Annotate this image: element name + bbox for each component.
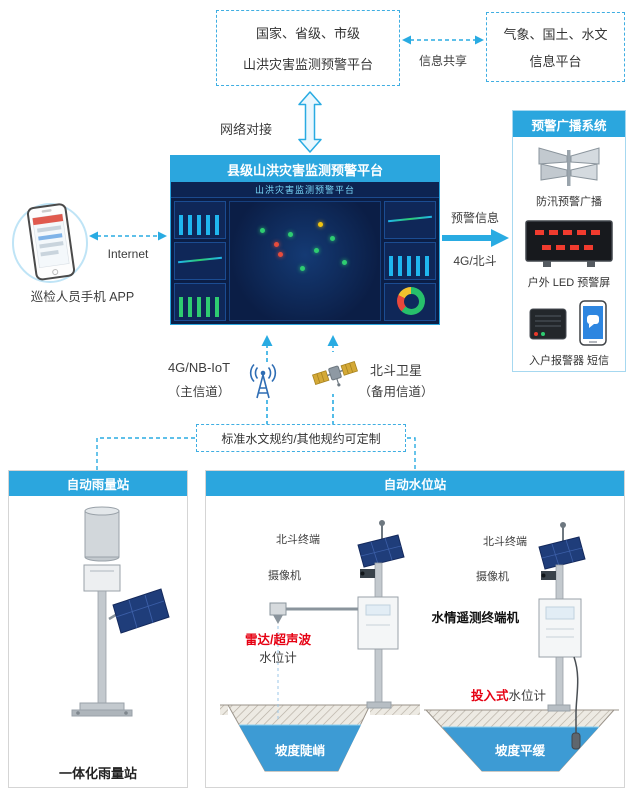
submersible-sensor [571,732,581,750]
info-platform-box: 气象、国土、水文 信息平台 [486,12,625,82]
alarm-and-phone-icon [529,299,607,346]
chart-decoration [388,215,432,223]
rain-station-title: 自动雨量站 [9,471,187,496]
broadcast-system-title: 预警广播系统 [513,111,625,137]
chart-decoration [178,256,222,264]
submersible-gauge-label-red: 投入式 [470,689,509,703]
broadcast-item-label: 户外 LED 预警屏 [527,276,611,289]
broadcast-item-flood-broadcast: 防汛预警广播 [513,137,625,215]
network-link-arrow [298,91,322,153]
dashboard-map [229,201,381,321]
map-marker [342,260,347,265]
internet-arrow [89,231,167,241]
right-beidou-terminal-label: 北斗终端 [483,536,527,548]
chart-decoration [179,215,221,235]
main-channel-note: （主信道） [167,385,231,399]
right-camera-label: 摄像机 [476,571,509,583]
water-body [239,725,361,771]
dashboard-panel [174,283,226,321]
info-share-label: 信息共享 [418,54,467,68]
map-marker [260,228,265,233]
antenna-icon [244,362,282,400]
broadcast-item-home-alarm-sms: 入户报警器 短信 [513,293,625,371]
protocol-note-text: 标准水文规约/其他规约可定制 [221,431,381,446]
dashboard-panel [174,201,226,239]
rain-station-panel: 自动雨量站 一体化雨量站 [8,470,188,788]
dashboard-left-panels [174,201,226,321]
camera [541,571,556,580]
camera [360,569,375,578]
sensor-cable [573,656,579,733]
horn-speakers-icon [538,146,600,186]
map-marker [288,232,293,237]
map-marker [318,222,323,227]
dashboard-panel [384,201,436,239]
chart-decoration [389,256,431,276]
backup-channel-name: 北斗卫星 [369,363,422,378]
slope-gentle-label: 坡度平缓 [495,743,546,758]
dashboard-right-panels [384,201,436,321]
left-beidou-terminal-label: 北斗终端 [276,534,320,546]
county-platform-title: 县级山洪灾害监测预警平台 [171,156,439,182]
submersible-gauge-label: 投入式水位计 [451,685,566,704]
water-body [442,727,599,771]
led-screen-icon [525,219,613,267]
protocol-note-box: 标准水文规约/其他规约可定制 [196,424,406,452]
beidou-antenna [379,520,385,526]
map-marker [330,236,335,241]
telemetry-terminal-label: 水情遥测终端机 [431,611,519,625]
info-share-arrow [402,35,484,45]
beidou-antenna [560,522,566,528]
donut-hole [403,293,419,309]
status-donut-chart [397,287,425,315]
map-marker [278,252,283,257]
slope-steep-label: 坡度陡峭 [275,743,326,758]
station-connector-lines [96,437,416,470]
broadcast-item-label: 防汛预警广播 [536,195,602,208]
national-platform-box: 国家、省级、市级 山洪灾害监测预警平台 [216,10,400,86]
water-station-panel: 自动水位站 坡度陡峭 [205,470,625,788]
network-link-label: 网络对接 [220,122,273,137]
backup-channel-note: （备用信道） [358,385,434,399]
national-platform-line1: 国家、省级、市级 [255,26,360,41]
national-platform-line2: 山洪灾害监测预警平台 [242,57,373,72]
rain-station-caption: 一体化雨量站 [58,766,137,781]
satellite-icon [312,352,358,394]
mobile-app-icon [12,203,88,283]
water-station-title: 自动水位站 [206,471,624,496]
dashboard-panel [174,242,226,280]
broadcast-item-led-screen: 户外 LED 预警屏 [513,215,625,293]
warning-info-label: 预警信息 [450,211,499,225]
broadcast-system-panel: 预警广播系统 防汛预警广播 户外 LED 预警屏 [512,110,626,372]
dashboard-title: 山洪灾害监测预警平台 [171,182,439,198]
radar-water-station-illustration: 坡度陡峭 [220,520,420,772]
broadcast-item-label: 入户报警器 短信 [528,354,610,367]
uplink-arrow-main [261,335,273,425]
chart-decoration [179,297,221,317]
radar-gauge-label-red: 雷达/超声波 [245,633,311,647]
map-marker [300,266,305,271]
warning-arrow [442,229,509,247]
dashboard-panel [384,283,436,321]
map-marker [314,248,319,253]
info-platform-line2: 信息平台 [529,54,582,69]
radar-sensor [269,602,287,616]
county-platform-panel: 县级山洪灾害监测预警平台 山洪灾害监测预警平台 [170,155,440,325]
left-camera-label: 摄像机 [268,570,301,582]
submersible-gauge-label-black: 水位计 [508,689,547,703]
warning-channel-label: 4G/北斗 [453,254,497,268]
dashboard-panel [384,242,436,280]
inspection-app-caption: 巡检人员手机 APP [30,290,135,304]
rain-gauge-illustration [71,506,170,717]
main-channel-name: 4G/NB-IoT [167,360,231,375]
radar-gauge-label: 水位计 [259,651,297,665]
dashboard-screenshot: 山洪灾害监测预警平台 [171,182,439,324]
submersible-water-station-illustration: 坡度平缓 [424,522,619,772]
map-marker [274,242,279,247]
internet-label: Internet [107,247,149,261]
info-platform-line1: 气象、国土、水文 [503,27,608,42]
